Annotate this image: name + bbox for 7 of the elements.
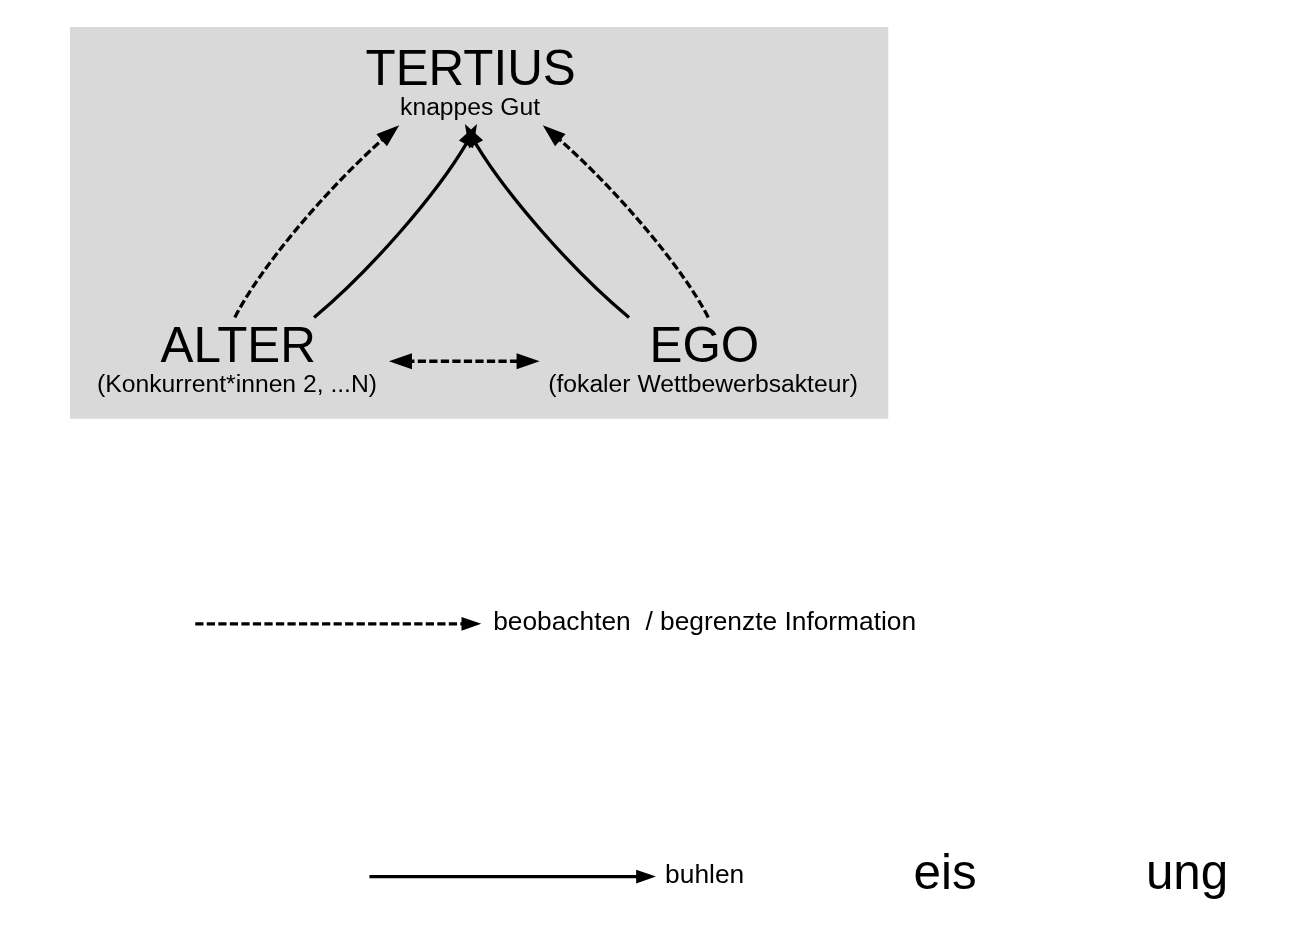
label: ung <box>1145 843 1229 899</box>
node-text: TERTIUS knappes Gut <box>365 40 576 121</box>
label: eis <box>913 843 977 899</box>
node-text: ALTER (Konkurrent*innen 2, ...N) <box>97 317 378 397</box>
legend-label: buhlen <box>665 858 745 889</box>
node-text: EGO (fokaler Wettbewerbsakteur) <box>548 317 858 397</box>
legend-label: beobachten / begrenzte Information <box>493 606 917 637</box>
